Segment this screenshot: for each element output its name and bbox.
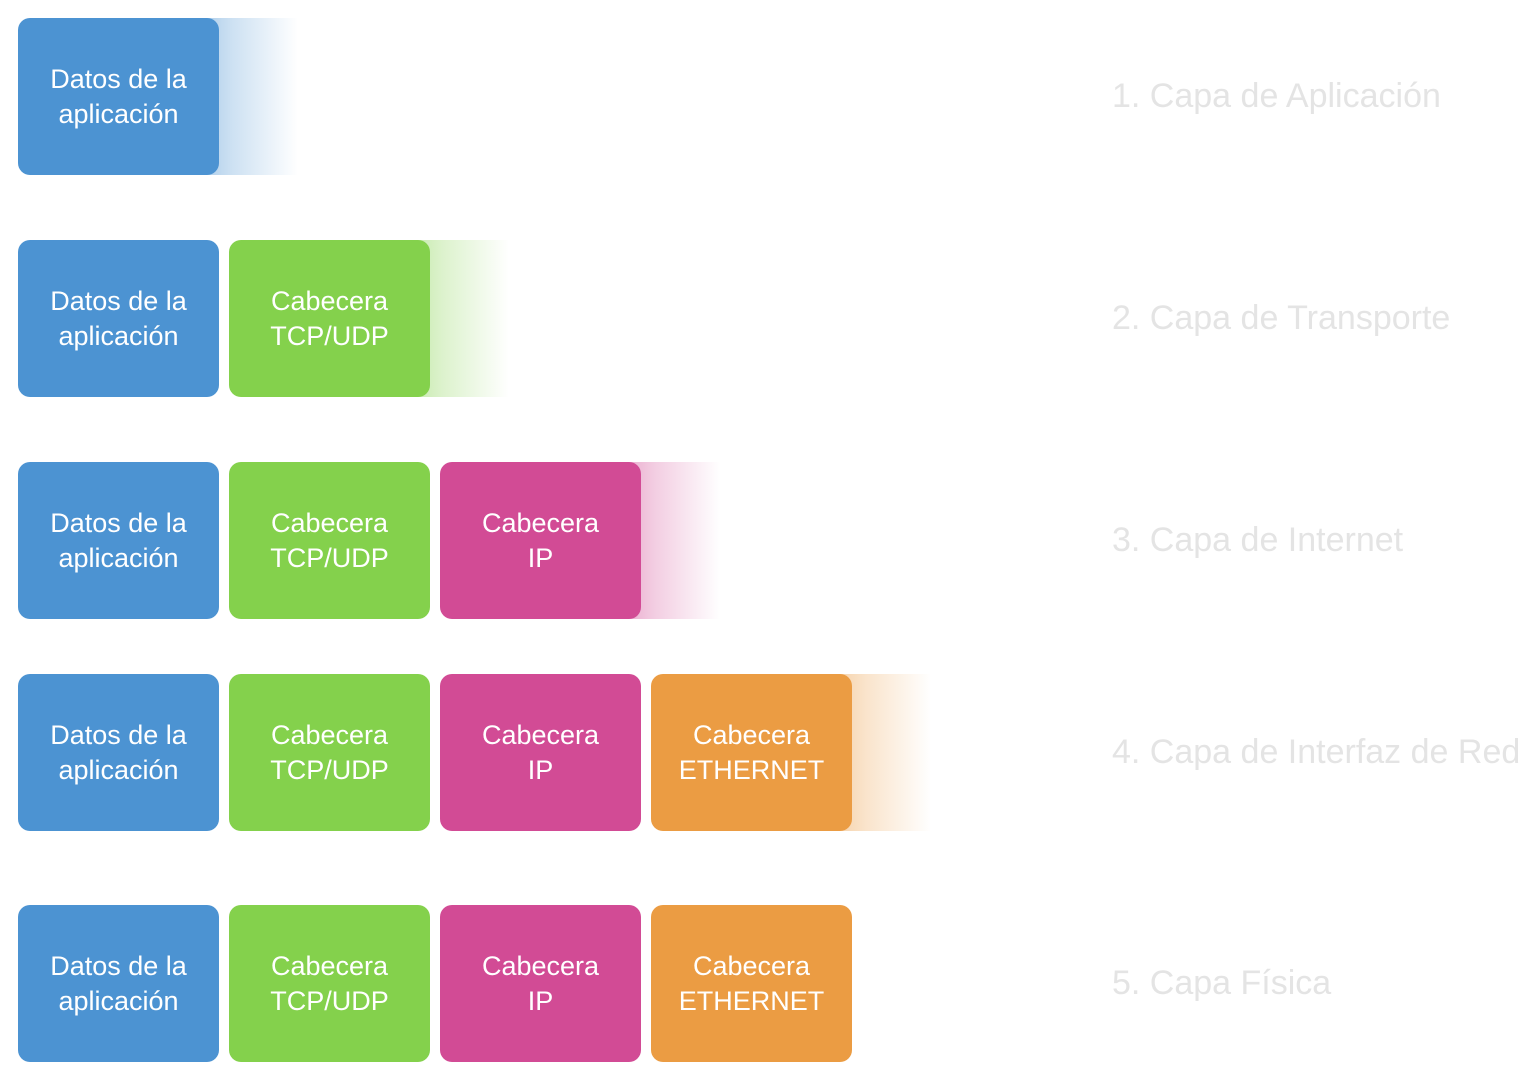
block-line1: Cabecera [270,719,389,750]
block-application-data: Datos de la aplicación [18,462,219,619]
block-line1: Cabecera [481,507,600,538]
layer-label: 1. Capa de Aplicación [1112,77,1441,115]
block-tcp-udp-header: Cabecera TCP/UDP [229,240,430,397]
block-ip-header: Cabecera IP [440,462,641,619]
block-ip-header: Cabecera IP [440,674,641,831]
block-line2: aplicación [58,542,179,573]
layer-row-transport: Datos de la aplicación Cabecera TCP/UDP … [18,240,1534,397]
block-line1: Cabecera [481,950,600,981]
block-tcp-udp-header: Cabecera TCP/UDP [229,462,430,619]
block-line2: aplicación [58,320,179,351]
block-line2: aplicación [58,754,179,785]
block-tcp-udp-header: Cabecera TCP/UDP [229,905,430,1062]
block-line2: TCP/UDP [270,985,389,1016]
layer-label: 3. Capa de Internet [1112,521,1404,559]
layer-row-physical: Datos de la aplicación Cabecera TCP/UDP … [18,905,1534,1062]
layer-row-internet: Datos de la aplicación Cabecera TCP/UDP … [18,462,1534,619]
block-application-data: Datos de la aplicación [18,674,219,831]
block-line1: Cabecera [270,950,389,981]
block-line2: TCP/UDP [270,542,389,573]
layer-row-application: Datos de la aplicación 1. Capa de Aplica… [18,18,1534,175]
block-tcp-udp-header: Cabecera TCP/UDP [229,674,430,831]
block-line1: Datos de la [50,507,187,538]
block-line1: Cabecera [692,719,811,750]
block-application-data: Datos de la aplicación [18,18,219,175]
block-ethernet-header: Cabecera ETHERNET [651,905,852,1062]
block-line1: Cabecera [692,950,811,981]
block-application-data: Datos de la aplicación [18,240,219,397]
block-line1: Cabecera [270,507,389,538]
block-line1: Cabecera [481,719,600,750]
block-ip-header: Cabecera IP [440,905,641,1062]
block-line1: Cabecera [270,285,389,316]
layer-label: 5. Capa Física [1112,964,1332,1002]
block-line2: aplicación [58,98,179,129]
block-application-data: Datos de la aplicación [18,905,219,1062]
block-line2: IP [527,985,554,1016]
layer-label: 2. Capa de Transporte [1112,299,1451,337]
layer-label: 4. Capa de Interfaz de Red [1112,733,1521,771]
block-line2: IP [527,542,554,573]
block-line2: aplicación [58,985,179,1016]
layer-row-network-interface: Datos de la aplicación Cabecera TCP/UDP … [18,674,1534,831]
block-line2: IP [527,754,554,785]
block-line1: Datos de la [50,950,187,981]
block-line1: Datos de la [50,719,187,750]
block-line2: ETHERNET [678,754,825,785]
block-line2: TCP/UDP [270,320,389,351]
block-line1: Datos de la [50,63,187,94]
block-line2: TCP/UDP [270,754,389,785]
block-line2: ETHERNET [678,985,825,1016]
block-ethernet-header: Cabecera ETHERNET [651,674,852,831]
block-line1: Datos de la [50,285,187,316]
